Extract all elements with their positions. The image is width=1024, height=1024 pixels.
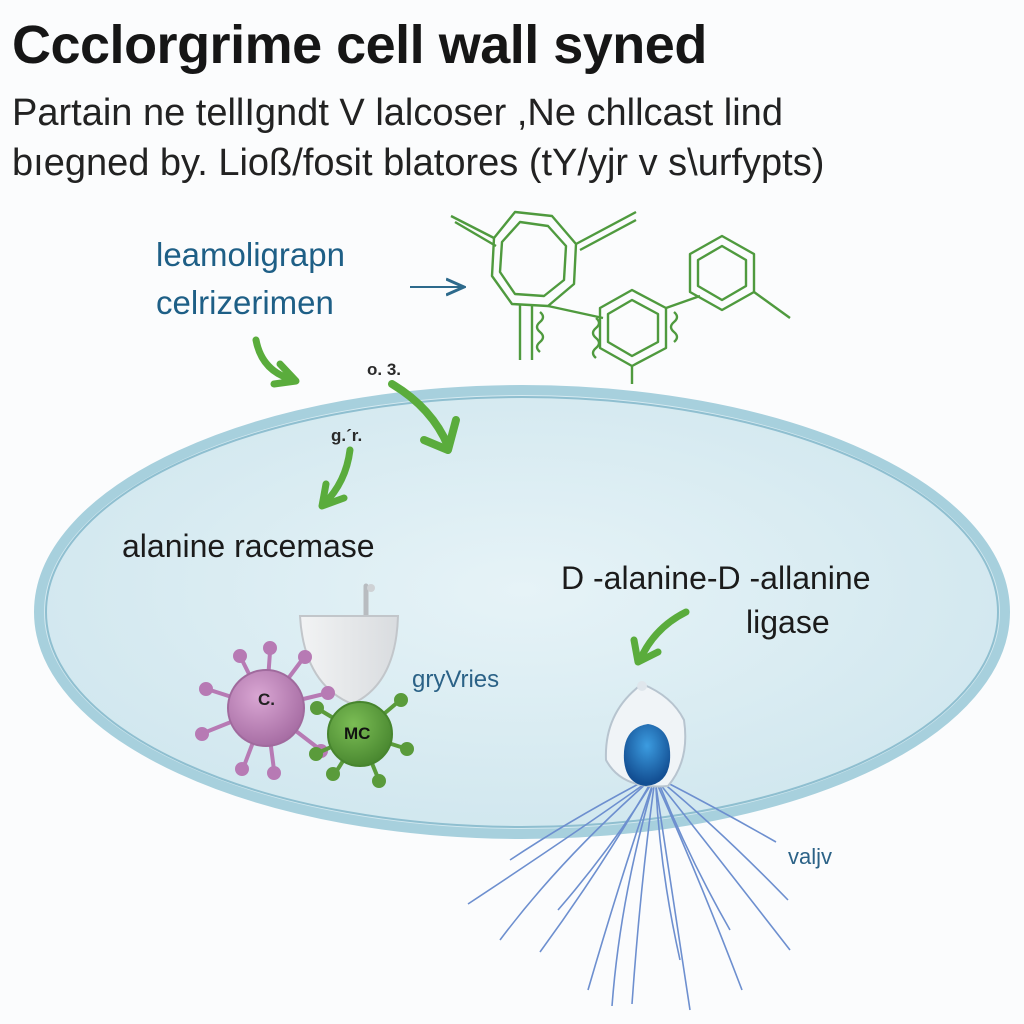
- label-ligase-line-1: D -alanine-D -allanine: [561, 560, 871, 596]
- bacteriophage-icon-green: [309, 693, 414, 788]
- subtitle-line-1: Partain ne tellIgndt V lalcoser ,Ne chll…: [12, 92, 783, 134]
- label-ligase-line-2: ligase: [746, 604, 830, 640]
- label-green-cell: MC: [344, 724, 371, 743]
- cell-membrane: [34, 385, 1010, 839]
- arrow-label-b: g.´r.: [331, 426, 363, 445]
- cell-membrane-inner-edge: [45, 396, 999, 828]
- pore-icon: [604, 681, 687, 788]
- pore-fibers: [467, 779, 791, 1011]
- subtitle-line-2: bıegned by. Lioß/fosit blatores (tY/yjr …: [12, 142, 825, 184]
- label-top-left-line-1: leamoligrapn: [156, 236, 345, 273]
- label-alanine-racemase: alanine racemase: [122, 528, 375, 564]
- page-title: Ccclorgrime cell wall syned: [12, 15, 707, 75]
- flask-icon: [298, 583, 400, 706]
- molecule-structure-icon: [450, 210, 791, 384]
- bacteriophage-icon-pink: [195, 641, 335, 780]
- label-valjv: valjv: [788, 844, 833, 869]
- page-subtitle: Partain ne tellIgndt V lalcoser ,Ne chll…: [12, 88, 1012, 188]
- green-arrow-icon: [630, 608, 690, 666]
- label-top-left-line-2: celrizerimen: [156, 284, 334, 321]
- label-pink-cell: C.: [258, 690, 275, 709]
- green-arrow-icon: [388, 380, 460, 454]
- green-arrow-icon: [252, 336, 300, 388]
- arrow-label-a: o. 3.: [367, 360, 402, 379]
- label-gryvries: gryVries: [412, 666, 500, 693]
- green-arrow-icon: [318, 446, 354, 510]
